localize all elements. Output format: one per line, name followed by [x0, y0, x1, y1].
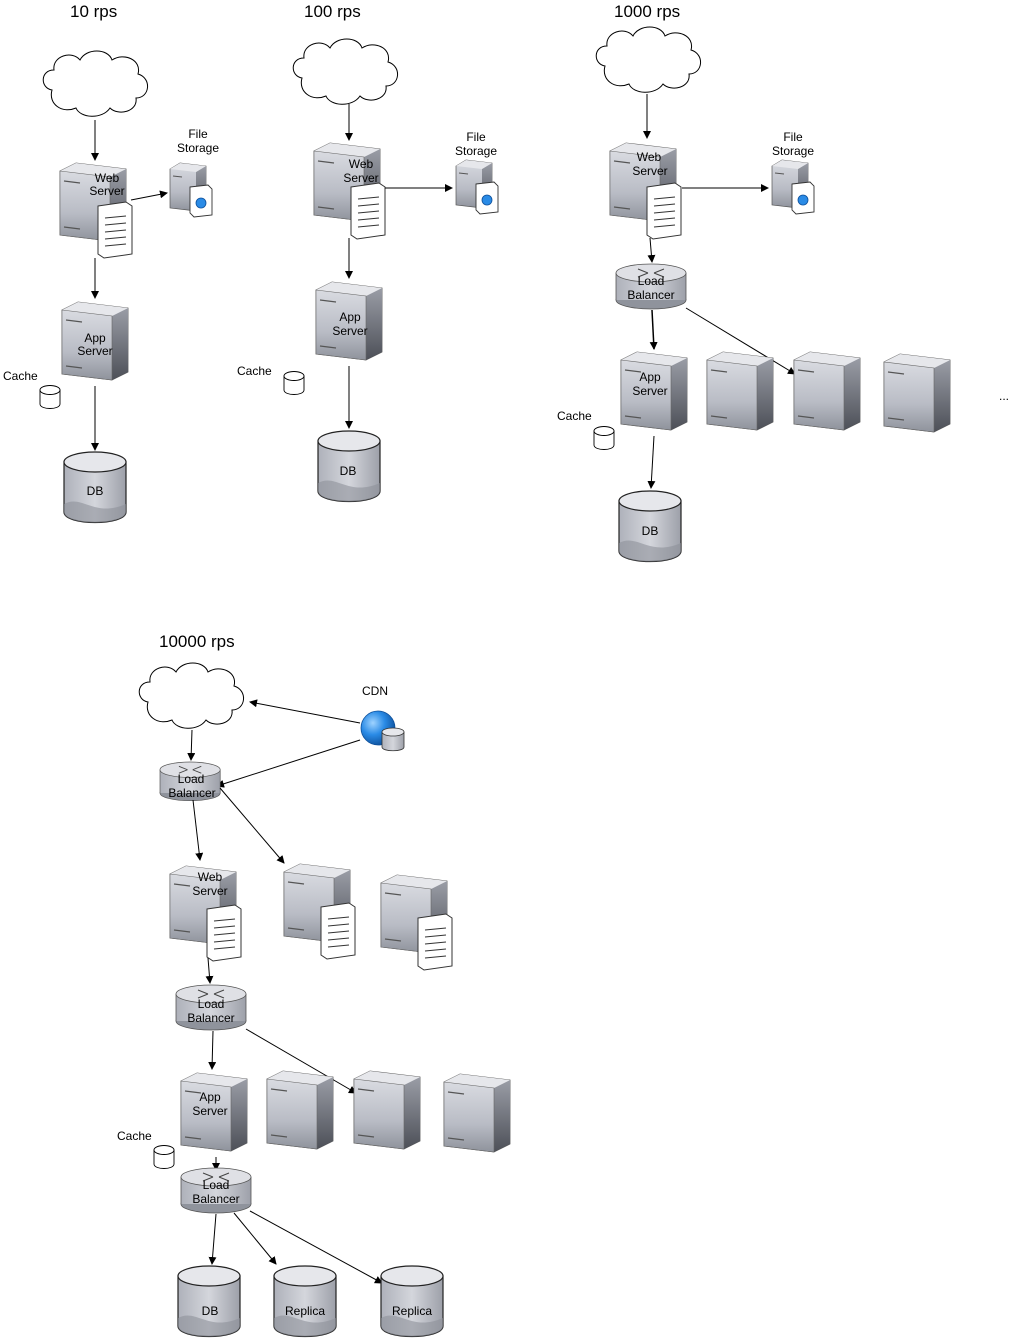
document-icon — [646, 182, 682, 240]
db-label: DB — [202, 1304, 219, 1318]
load-balancer-label-2: Balancer — [168, 786, 215, 800]
document-icon — [206, 904, 242, 962]
app-server-icon — [883, 353, 951, 433]
replica-db-icon — [273, 1265, 337, 1338]
document-icon — [97, 201, 133, 259]
document-icon — [320, 902, 356, 960]
app-server-icon — [443, 1073, 511, 1153]
cache-label: Cache — [117, 1129, 152, 1143]
web-server-label-2: Server — [632, 164, 667, 178]
load-balancer-label-2: Balancer — [187, 1011, 234, 1025]
title-10rps: 10 rps — [70, 2, 117, 21]
cdn-icon — [360, 710, 405, 752]
app-server-label-1: App — [84, 331, 106, 345]
internet-cloud-icon — [138, 662, 245, 729]
web-server-label-2: Server — [343, 171, 378, 185]
load-balancer-label-2: Balancer — [192, 1192, 239, 1206]
load-balancer-label-1: Load — [638, 274, 665, 288]
web-server-label-1: Web — [637, 150, 662, 164]
file-storage-label-2: Storage — [772, 144, 814, 158]
diagram-100rps: Web Server File Storage App Server Cache… — [237, 38, 499, 503]
app-server-label-2: Server — [632, 384, 667, 398]
app-server-label-1: App — [199, 1090, 221, 1104]
cache-icon — [283, 371, 305, 395]
file-storage-label-1: File — [783, 130, 803, 144]
load-balancer-label-2: Balancer — [627, 288, 674, 302]
document-icon — [417, 913, 453, 971]
file-storage-icon — [455, 159, 499, 215]
web-server-label-2: Server — [192, 884, 227, 898]
app-server-icon — [793, 351, 861, 431]
db-label: DB — [87, 484, 104, 498]
load-balancer-label-1: Load — [178, 772, 205, 786]
db-label: DB — [642, 524, 659, 538]
load-balancer-label-1: Load — [198, 997, 225, 1011]
file-storage-label-1: File — [466, 130, 486, 144]
file-storage-label-2: Storage — [177, 141, 219, 155]
document-icon — [350, 182, 386, 240]
app-server-icon — [353, 1070, 421, 1150]
app-server-label-2: Server — [192, 1104, 227, 1118]
diagram-10000rps: CDN Load Balancer Web Server Load Balanc… — [117, 662, 511, 1338]
app-server-label-2: Server — [332, 324, 367, 338]
internet-cloud-icon — [292, 38, 399, 105]
app-server-label-1: App — [639, 370, 661, 384]
file-storage-label-1: File — [188, 127, 208, 141]
replica-label: Replica — [285, 1304, 325, 1318]
cache-icon — [153, 1145, 175, 1169]
cache-label: Cache — [237, 364, 272, 378]
db-icon — [177, 1265, 241, 1338]
cache-label: Cache — [3, 369, 38, 383]
web-server-label-1: Web — [198, 870, 223, 884]
cache-icon — [593, 426, 615, 450]
file-storage-label-2: Storage — [455, 144, 497, 158]
title-10000rps: 10000 rps — [159, 632, 235, 651]
web-server-label-1: Web — [349, 157, 374, 171]
app-server-icon — [266, 1070, 334, 1150]
internet-cloud-icon — [595, 26, 702, 93]
file-storage-icon — [169, 162, 213, 218]
cache-label: Cache — [557, 409, 592, 423]
web-server-label-2: Server — [89, 184, 124, 198]
replica-db-icon — [380, 1265, 444, 1338]
file-storage-icon — [771, 159, 815, 215]
title-100rps: 100 rps — [304, 2, 361, 21]
cdn-label: CDN — [362, 684, 388, 698]
internet-cloud-icon — [42, 50, 149, 117]
app-server-label-1: App — [339, 310, 361, 324]
db-label: DB — [340, 464, 357, 478]
web-server-label-1: Web — [95, 171, 120, 185]
diagram-1000rps: Web Server File Storage Load Balancer Ap… — [557, 26, 1009, 563]
replica-label: Replica — [392, 1304, 432, 1318]
diagram-10rps: Web Server File Storage App Server Cache… — [3, 50, 219, 524]
ellipsis-label: ... — [999, 389, 1009, 403]
cache-icon — [39, 385, 61, 409]
title-1000rps: 1000 rps — [614, 2, 680, 21]
app-server-icon — [706, 351, 774, 431]
app-server-label-2: Server — [77, 344, 112, 358]
load-balancer-label-1: Load — [203, 1178, 230, 1192]
